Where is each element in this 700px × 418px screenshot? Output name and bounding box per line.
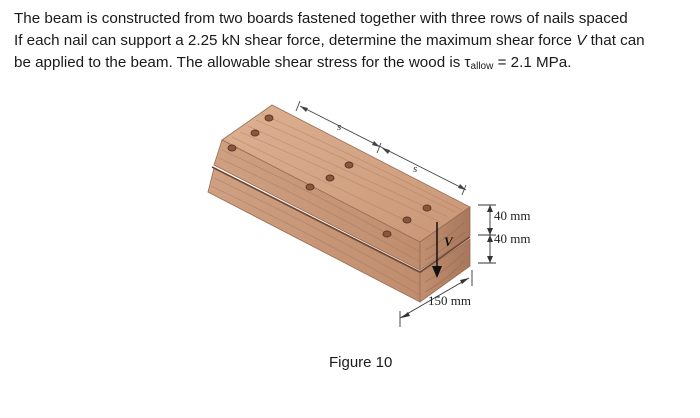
shear-force-variable: V	[576, 32, 587, 49]
board-seam-line	[211, 166, 471, 273]
spacing-dimension	[295, 100, 467, 196]
nail-head	[402, 216, 412, 224]
problem-line-2: If each nail can support a 2.25 kN shear…	[14, 30, 694, 52]
width-arrow	[401, 312, 410, 318]
width-dimension	[399, 270, 473, 327]
dimension-width: 150 mm	[428, 293, 471, 308]
nail-heads	[227, 114, 432, 238]
shear-force-label: V	[444, 234, 454, 249]
nail-head	[382, 230, 392, 238]
tau-subscript: allow	[470, 61, 494, 72]
nail-head	[250, 129, 260, 137]
problem-line-2-end: that can	[586, 32, 645, 49]
width-arrow	[460, 278, 469, 284]
problem-line-3-end: = 2.1 MPa.	[493, 54, 572, 71]
shear-force-arrow	[432, 222, 442, 278]
dimension-top-board: 40 mm	[494, 208, 530, 223]
spacing-arrow	[300, 106, 308, 112]
spacing-arrow	[372, 141, 380, 147]
tau-symbol: τ	[464, 54, 471, 71]
spacing-label-1: s	[337, 121, 341, 133]
nail-head	[422, 204, 432, 212]
height-arrow	[487, 228, 493, 235]
lower-board-end-face	[419, 238, 471, 303]
height-arrow	[487, 235, 493, 242]
figure-caption: Figure 10	[329, 354, 393, 371]
nail-head	[344, 161, 354, 169]
problem-line-3: be applied to the beam. The allowable sh…	[14, 52, 694, 74]
spacing-arrow	[382, 148, 390, 154]
nail-head	[325, 174, 335, 182]
nail-head	[264, 114, 274, 122]
problem-line-1: The beam is constructed from two boards …	[14, 10, 628, 27]
wood-grain-side	[210, 149, 421, 296]
wood-end-grain	[424, 221, 466, 293]
height-arrow	[487, 256, 493, 263]
problem-line-2-start: If each nail can support a 2.25 kN shear…	[14, 32, 577, 49]
height-arrow	[487, 205, 493, 212]
spacing-label-2: s	[413, 163, 417, 175]
upper-board-end-face	[419, 206, 471, 271]
nail-head	[227, 144, 237, 152]
problem-line-3-start: be applied to the beam. The allowable sh…	[14, 54, 465, 71]
nail-head	[305, 183, 315, 191]
dimension-bottom-board: 40 mm	[494, 231, 530, 246]
problem-statement: The beam is constructed from two boards …	[14, 8, 694, 74]
spacing-arrow	[458, 184, 466, 190]
beam-body	[207, 104, 471, 303]
